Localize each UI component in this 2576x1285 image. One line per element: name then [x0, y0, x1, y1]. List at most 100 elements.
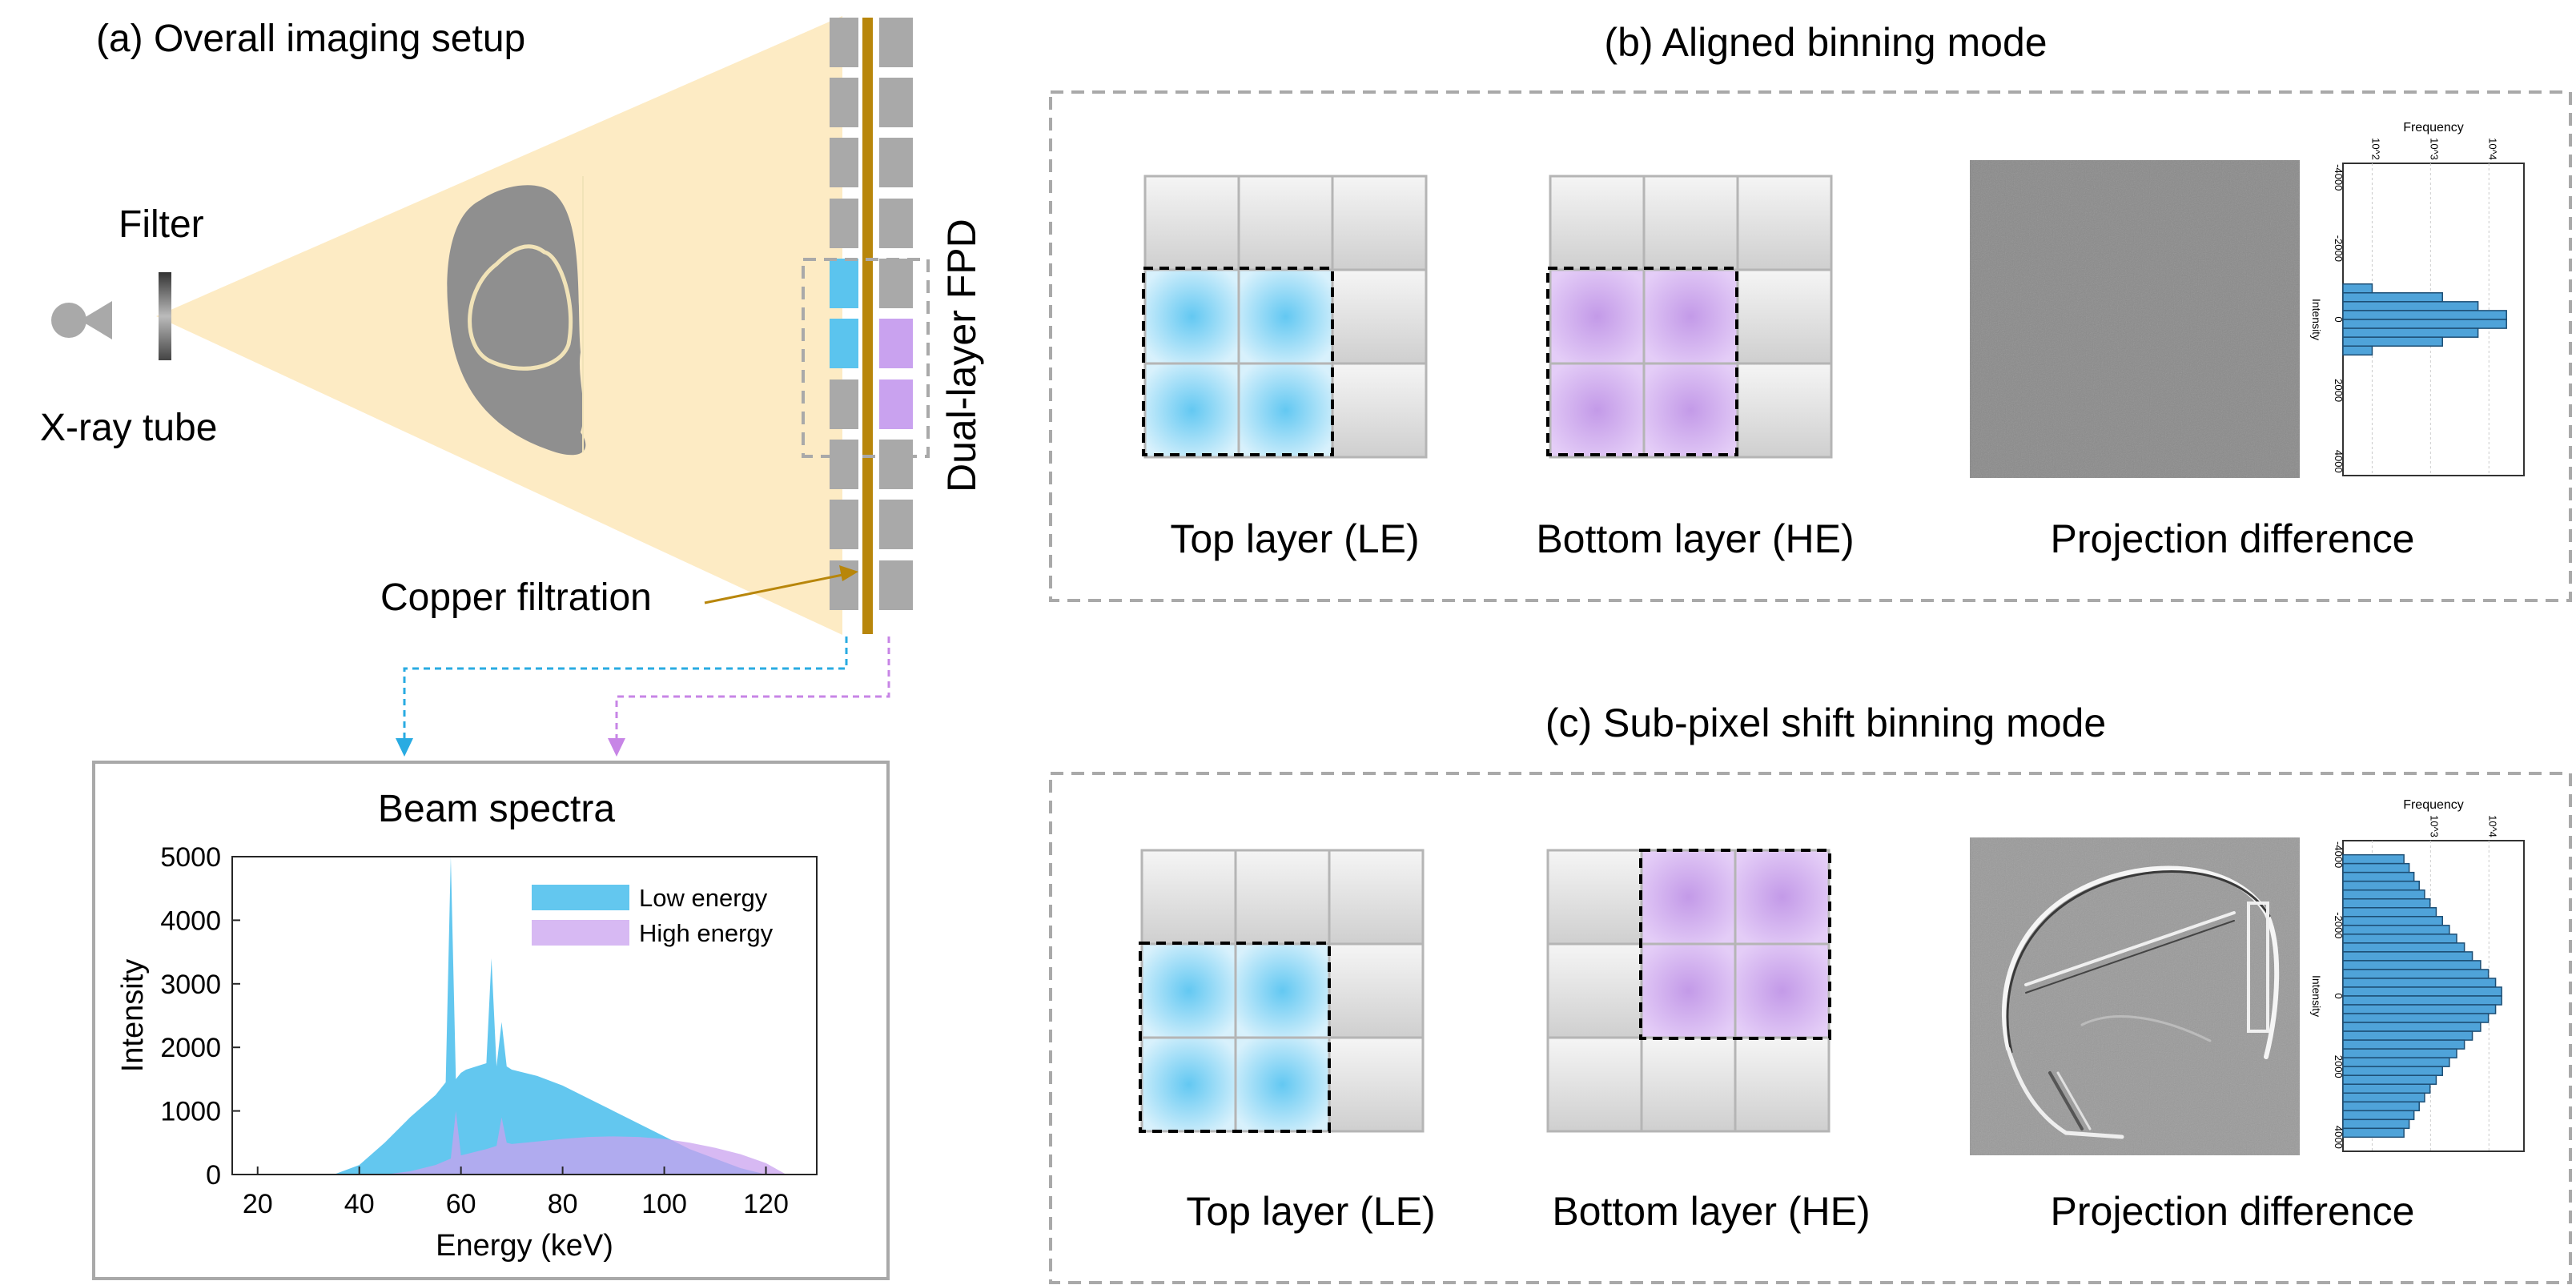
- panel-c-bottom-grid: [1546, 849, 1831, 1133]
- histogram-bar: [2342, 1048, 2457, 1058]
- histogram-bar: [2342, 880, 2420, 891]
- tube-label: X-ray tube: [40, 407, 217, 449]
- histogram-bar: [2342, 1083, 2431, 1094]
- top-layer-pixel: [1140, 942, 1237, 1039]
- histogram-bar: [2342, 942, 2465, 953]
- panel-c-top-grid: [1140, 849, 1425, 1133]
- histogram-bar: [2342, 319, 2507, 329]
- bottom-layer-pixel: [1640, 849, 1737, 946]
- detector-top-pixel: [830, 18, 858, 67]
- histogram-bar: [2342, 336, 2443, 347]
- histogram-frequency-tick: 10^4: [2486, 138, 2498, 160]
- histogram-bar: [2342, 301, 2479, 311]
- detector-highlight-box: [802, 258, 930, 458]
- histogram-intensity-tick: 4000: [2333, 450, 2345, 473]
- spectrum-area-low: [333, 857, 766, 1175]
- bottom-layer-pixel: [1736, 268, 1833, 365]
- panel-b-difference-image: [1970, 160, 2300, 478]
- histogram-frequency-label: Frequency: [2403, 798, 2464, 812]
- panel-c-title: (c) Sub-pixel shift binning mode: [1545, 701, 2106, 745]
- bottom-layer-pixel: [1549, 362, 1646, 459]
- spectra-x-tick-label: 120: [743, 1189, 789, 1219]
- panel-b-top-binning-box: [1142, 267, 1334, 456]
- panel-b-top-grid: [1143, 175, 1428, 459]
- panel-c-diff-caption: Projection difference: [2051, 1189, 2415, 1234]
- histogram-intensity-tick: -4000: [2333, 164, 2345, 191]
- histogram-frequency-label: Frequency: [2403, 121, 2464, 135]
- detector-bottom-pixel: [879, 199, 913, 248]
- spectra-y-tick-label: 2000: [160, 1033, 221, 1063]
- histogram-bar: [2342, 310, 2507, 320]
- high-energy-arrow-head: [608, 738, 625, 757]
- spectra-title: Beam spectra: [378, 788, 615, 830]
- detector-bottom-pixel: [879, 18, 913, 67]
- filter-label: Filter: [119, 203, 204, 246]
- histogram-bar: [2342, 1074, 2437, 1085]
- histogram-bar: [2342, 853, 2405, 865]
- histogram-bar: [2342, 1013, 2490, 1023]
- histogram-intensity-tick: 2000: [2333, 1055, 2345, 1078]
- top-layer-pixel: [1237, 175, 1334, 271]
- histogram-bar: [2342, 1057, 2450, 1067]
- spectra-y-tick-label: 5000: [160, 842, 221, 873]
- spectra-legend-label: Low energy: [639, 884, 768, 912]
- histogram-frequency-tick: 10^4: [2486, 815, 2498, 837]
- low-energy-arrow-head: [396, 738, 413, 757]
- dual-layer-detector: [830, 18, 913, 610]
- histogram-intensity-label: Intensity: [2310, 299, 2323, 340]
- spectrum-area-high: [384, 1110, 786, 1175]
- bottom-layer-pixel: [1549, 268, 1646, 365]
- detector-bottom-pixel: [879, 440, 913, 489]
- spectra-plot-frame: [231, 856, 818, 1175]
- histogram-bar: [2342, 283, 2373, 294]
- histogram-bar: [2342, 986, 2502, 997]
- high-energy-connector: [615, 636, 890, 745]
- histogram-intensity-tick: 2000: [2333, 379, 2345, 402]
- histogram-frequency-tick: 10^2: [2369, 138, 2381, 160]
- top-layer-pixel: [1331, 268, 1428, 365]
- panel-b-diff-caption: Projection difference: [2051, 516, 2415, 561]
- spectra-x-label: Energy (keV): [436, 1229, 613, 1263]
- detector-top-pixel: [830, 319, 858, 368]
- top-layer-pixel: [1328, 942, 1425, 1039]
- bottom-layer-pixel: [1546, 849, 1643, 946]
- histogram-bar: [2342, 934, 2457, 944]
- histogram-intensity-tick: -4000: [2333, 841, 2345, 868]
- detector-label: Dual-layer FPD: [939, 219, 984, 492]
- bottom-layer-pixel: [1734, 942, 1831, 1039]
- histogram-intensity-label: Intensity: [2310, 975, 2323, 1017]
- detector-bottom-pixel: [879, 319, 913, 368]
- bottom-layer-pixel: [1734, 849, 1831, 946]
- histogram-frequency-tick: 10^3: [2428, 815, 2440, 837]
- histogram-intensity-tick: -2000: [2333, 235, 2345, 262]
- histogram-bar: [2342, 862, 2410, 873]
- detector-top-pixel: [830, 440, 858, 489]
- detector-top-pixel: [830, 138, 858, 187]
- panel-b-bottom-grid: [1549, 175, 1833, 459]
- bottom-layer-pixel: [1642, 175, 1739, 271]
- top-layer-pixel: [1143, 268, 1240, 365]
- skull-edge-icon: [2001, 865, 2280, 1139]
- histogram-bar: [2342, 1110, 2415, 1121]
- spectra-x-tick-label: 60: [446, 1189, 476, 1219]
- xray-tube-icon: [51, 301, 112, 339]
- bottom-layer-pixel: [1640, 1036, 1737, 1133]
- histogram-bar: [2342, 1004, 2497, 1014]
- panel-c-top-binning-box: [1139, 942, 1331, 1133]
- spectra-y-tick-label: 3000: [160, 970, 221, 1000]
- histogram-bar: [2342, 345, 2373, 356]
- histogram-bar: [2342, 951, 2474, 962]
- panel-b-top-caption: Top layer (LE): [1170, 516, 1419, 561]
- spectra-legend-label: High energy: [639, 919, 774, 947]
- top-layer-pixel: [1328, 849, 1425, 946]
- histogram-bar: [2342, 1127, 2405, 1138]
- histogram-bar: [2342, 960, 2482, 970]
- histogram-intensity-tick: 0: [2333, 993, 2345, 998]
- bottom-layer-pixel: [1549, 175, 1646, 271]
- low-energy-connector: [403, 636, 848, 745]
- histogram-bar: [2342, 871, 2415, 882]
- panel-c-bottom-binning-box: [1639, 849, 1831, 1040]
- panel-c-bottom-caption: Bottom layer (HE): [1552, 1189, 1870, 1234]
- spectra-y-label: Intensity: [116, 959, 150, 1073]
